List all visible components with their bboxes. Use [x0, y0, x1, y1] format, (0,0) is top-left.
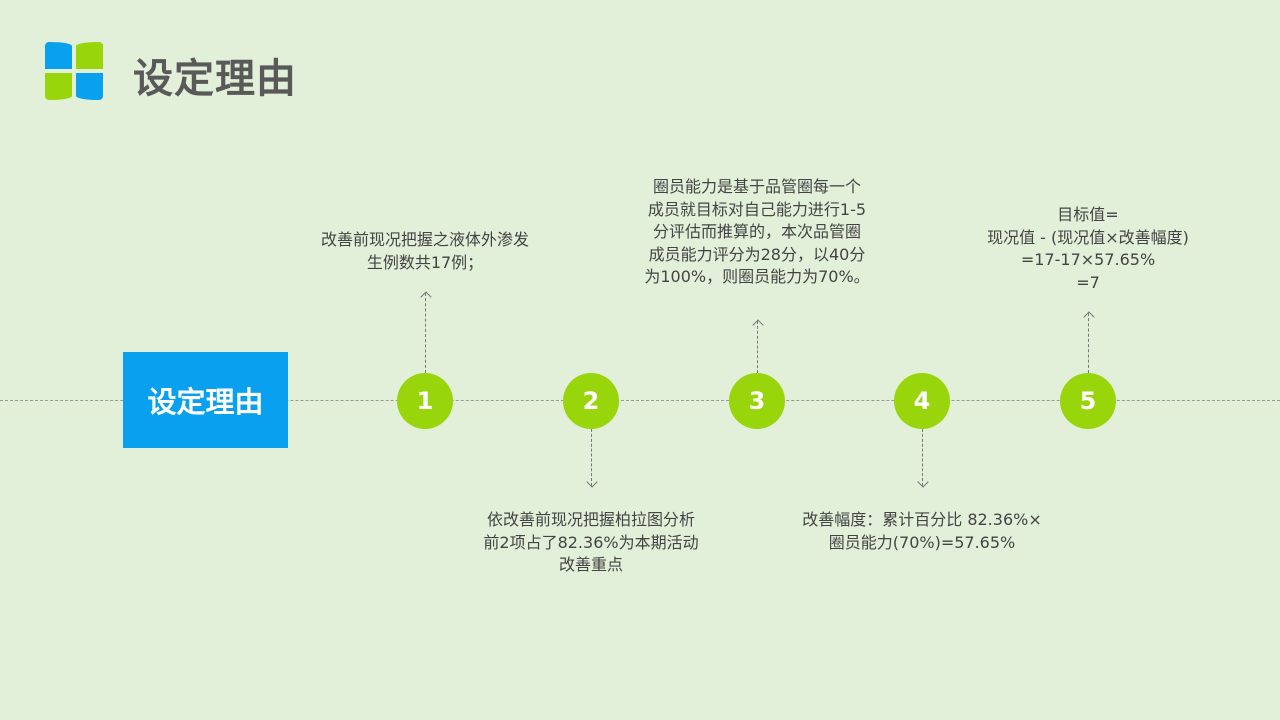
- step-3-text: 圈员能力是基于品管圈每一个 成员就目标对自己能力进行1-5 分评估而推算的，本次…: [644, 177, 870, 286]
- timeline-label-box: 设定理由: [123, 352, 288, 448]
- step-1-circle: 1: [397, 373, 453, 429]
- step-4-circle: 4: [894, 373, 950, 429]
- arrow-up-icon: [757, 321, 758, 373]
- step-1-text: 改善前现况把握之液体外渗发 生例数共17例；: [320, 230, 529, 272]
- arrow-up-icon: [425, 293, 426, 373]
- step-2-text: 依改善前现况把握柏拉图分析 前2项占了82.36%为本期活动 改善重点: [483, 510, 699, 574]
- logo-icon: [45, 42, 103, 100]
- step-5-text: 目标值= 现况值 - (现况值×改善幅度) =17-17×57.65% =7: [987, 205, 1189, 292]
- logo-leaf: [76, 73, 103, 100]
- page-title: 设定理由: [133, 56, 297, 102]
- arrow-up-icon: [1088, 313, 1089, 373]
- arrow-down-icon: [922, 429, 923, 486]
- logo-leaf: [76, 42, 103, 69]
- arrow-down-icon: [591, 429, 592, 486]
- step-2-circle: 2: [563, 373, 619, 429]
- logo-leaf: [45, 73, 72, 100]
- timeline-line: [0, 400, 1280, 401]
- logo-leaf: [45, 42, 72, 69]
- step-5-circle: 5: [1060, 373, 1116, 429]
- step-3-circle: 3: [729, 373, 785, 429]
- step-4-text: 改善幅度：累计百分比 82.36%× 圈员能力(70%)=57.65%: [802, 510, 1042, 552]
